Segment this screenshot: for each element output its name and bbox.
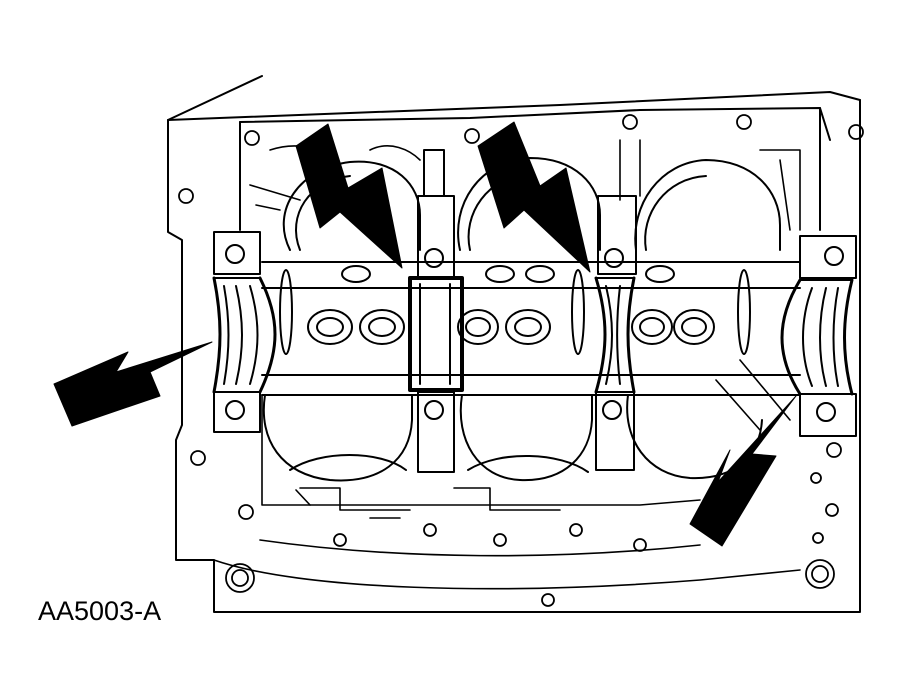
lower-details (213, 359, 801, 590)
bearing-cap-1 (212, 231, 277, 433)
gallery-rings (307, 265, 715, 345)
lower-bores (262, 394, 763, 482)
arrow-lower-right (689, 395, 797, 547)
bearing-cap-4 (780, 235, 857, 437)
arrow-upper-middle (477, 121, 591, 273)
bearing-cap-2 (408, 149, 464, 473)
arrow-left (53, 341, 213, 427)
center-band (261, 261, 801, 396)
block-outline (167, 75, 861, 613)
arrow-upper-left (295, 123, 403, 269)
bolt-holes (178, 114, 864, 607)
pointer-arrows (53, 121, 797, 547)
bearing-cap-3 (594, 195, 637, 471)
figure-id-label: AA5003-A (38, 596, 162, 626)
